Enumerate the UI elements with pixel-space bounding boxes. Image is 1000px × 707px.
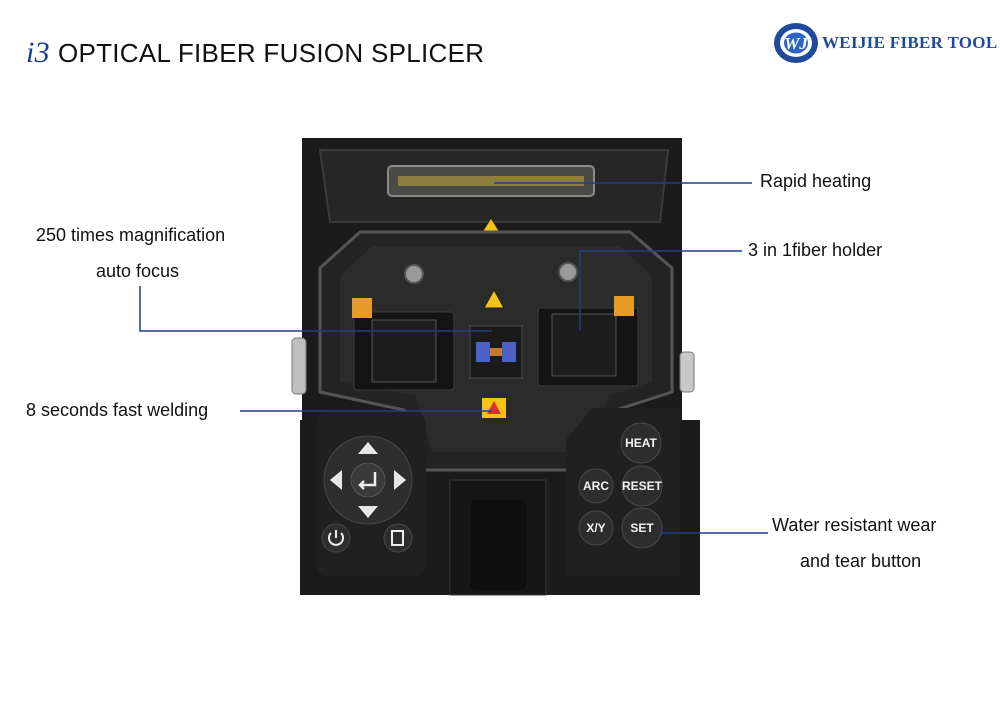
xy-button[interactable]	[578, 510, 614, 546]
fiber-holder-left-clamp	[371, 319, 437, 383]
title-text: OPTICAL FIBER FUSION SPLICER	[57, 38, 485, 68]
set-button[interactable]	[621, 507, 663, 549]
xy-label: X/Y	[586, 521, 605, 535]
callout-rapid-heating: Rapid heating	[760, 171, 872, 191]
callout-button-line2: and tear button	[800, 551, 922, 571]
power-icon	[328, 530, 344, 546]
orange-sticker-right	[614, 296, 634, 316]
callout-magnification-line2: auto focus	[96, 261, 180, 281]
screw-right	[558, 262, 578, 282]
fiber-gap	[490, 348, 502, 356]
heater-element	[398, 176, 584, 186]
side-clip-right	[679, 351, 695, 393]
heat-button[interactable]	[620, 422, 662, 464]
screw-left	[404, 264, 424, 284]
heat-label: HEAT	[625, 436, 657, 450]
model-name: i3	[26, 36, 50, 69]
orange-sticker-left	[352, 298, 372, 318]
arrow-right-icon[interactable]	[394, 470, 406, 490]
reset-label: RESET	[622, 479, 663, 493]
fiber-holder-right-clamp	[551, 313, 617, 377]
arrow-up-icon[interactable]	[358, 442, 378, 454]
electrode-left	[476, 342, 490, 362]
leader-magnification	[139, 286, 492, 332]
set-label: SET	[630, 521, 654, 535]
warning-icon	[483, 288, 505, 309]
callout-magnification-line1: 250 times magnification	[36, 225, 226, 245]
callout-fiber-holder: 3 in 1fiber holder	[748, 240, 883, 260]
wj-logo-icon: WJ	[774, 23, 818, 63]
arrow-left-icon[interactable]	[330, 470, 342, 490]
logo-letters: WJ	[784, 34, 808, 53]
enter-icon	[358, 472, 377, 490]
menu-icon	[391, 530, 404, 546]
arrow-down-icon[interactable]	[358, 506, 378, 518]
brand-name: WEIJIE FIBER TOOL	[822, 33, 998, 52]
side-clip-left	[291, 337, 307, 395]
callout-fast-welding: 8 seconds fast welding	[26, 400, 209, 420]
arc-button[interactable]	[578, 468, 614, 504]
arc-label: ARC	[583, 479, 609, 493]
reset-button[interactable]	[621, 465, 663, 507]
guide-slot	[470, 500, 526, 590]
leader-fiber-holder	[579, 250, 742, 330]
callout-button-line1: Water resistant wear	[772, 515, 937, 535]
menu-button[interactable]	[383, 523, 413, 553]
electrode-right	[502, 342, 516, 362]
enter-button[interactable]	[350, 462, 386, 498]
brand-logo: WJ WEIJIE FIBER TOOL	[772, 20, 997, 66]
